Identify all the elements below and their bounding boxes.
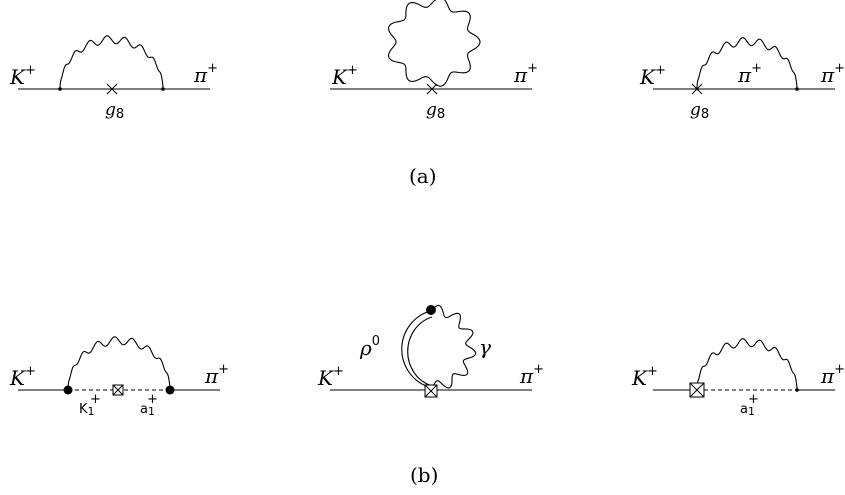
diagram-b1: K+ π+ K1 + a1 + [9,336,229,418]
diagram-a3: K+ π+ π+ g8 [639,37,845,122]
weak-vertex-box [424,384,438,398]
weak-vertex-box [112,384,124,396]
kaon-label: K+ [9,63,36,89]
rho-propagator-inner [407,316,433,387]
pion-label: π+ [820,61,845,87]
a1-label: a1 [140,402,155,418]
a1-label: a1 [740,402,755,418]
pion-label: π+ [519,362,544,388]
weak-vertex-cross [426,83,438,95]
vertex-dot [161,87,165,91]
rho-label: ρ0 [359,334,380,360]
diagram-a1: K+ π+ g8 [9,35,218,122]
pion-label: π+ [820,362,845,388]
coupling-label: g8 [426,100,445,122]
k1-label: K1 [79,402,95,418]
kaon-label: K+ [331,63,358,89]
pion-mid-label: π+ [737,61,762,87]
pion-label: π+ [513,61,538,87]
diagram-a2: K+ π+ g8 [330,0,538,122]
vertex-dot [58,87,62,91]
diagram-b3: K+ π+ a1 + [631,338,845,418]
photon-propagator [696,37,798,90]
photon-propagator [67,336,171,391]
vertex-dot [795,87,799,91]
weak-vertex-box [689,382,705,398]
photon-propagator [432,304,477,389]
vertex-dot [426,305,436,315]
photon-propagator [696,338,798,391]
kaon-label: K+ [639,63,666,89]
pion-label: π+ [193,61,218,87]
a1-plus: + [748,392,759,407]
kaon-label: K+ [9,364,36,390]
coupling-label: g8 [690,100,709,122]
photon-propagator [59,35,164,90]
k1-plus: + [90,392,101,407]
photon-label: γ [479,335,491,359]
kaon-label: K+ [317,364,344,390]
a1-plus: + [147,392,158,407]
vertex-dot [63,385,73,395]
rho-propagator-outer [401,310,431,387]
kaon-label: K+ [631,364,658,390]
weak-vertex-cross [691,83,703,95]
photon-tadpole-loop [387,0,481,87]
diagram-b2: K+ π+ ρ0 γ [317,304,544,398]
weak-vertex-cross [106,83,118,95]
pion-label: π+ [204,362,229,388]
caption-a: (a) [409,164,437,188]
vertex-dot [165,385,175,395]
caption-b: (b) [410,463,438,487]
vertex-dot [795,388,799,392]
coupling-label: g8 [105,100,124,122]
